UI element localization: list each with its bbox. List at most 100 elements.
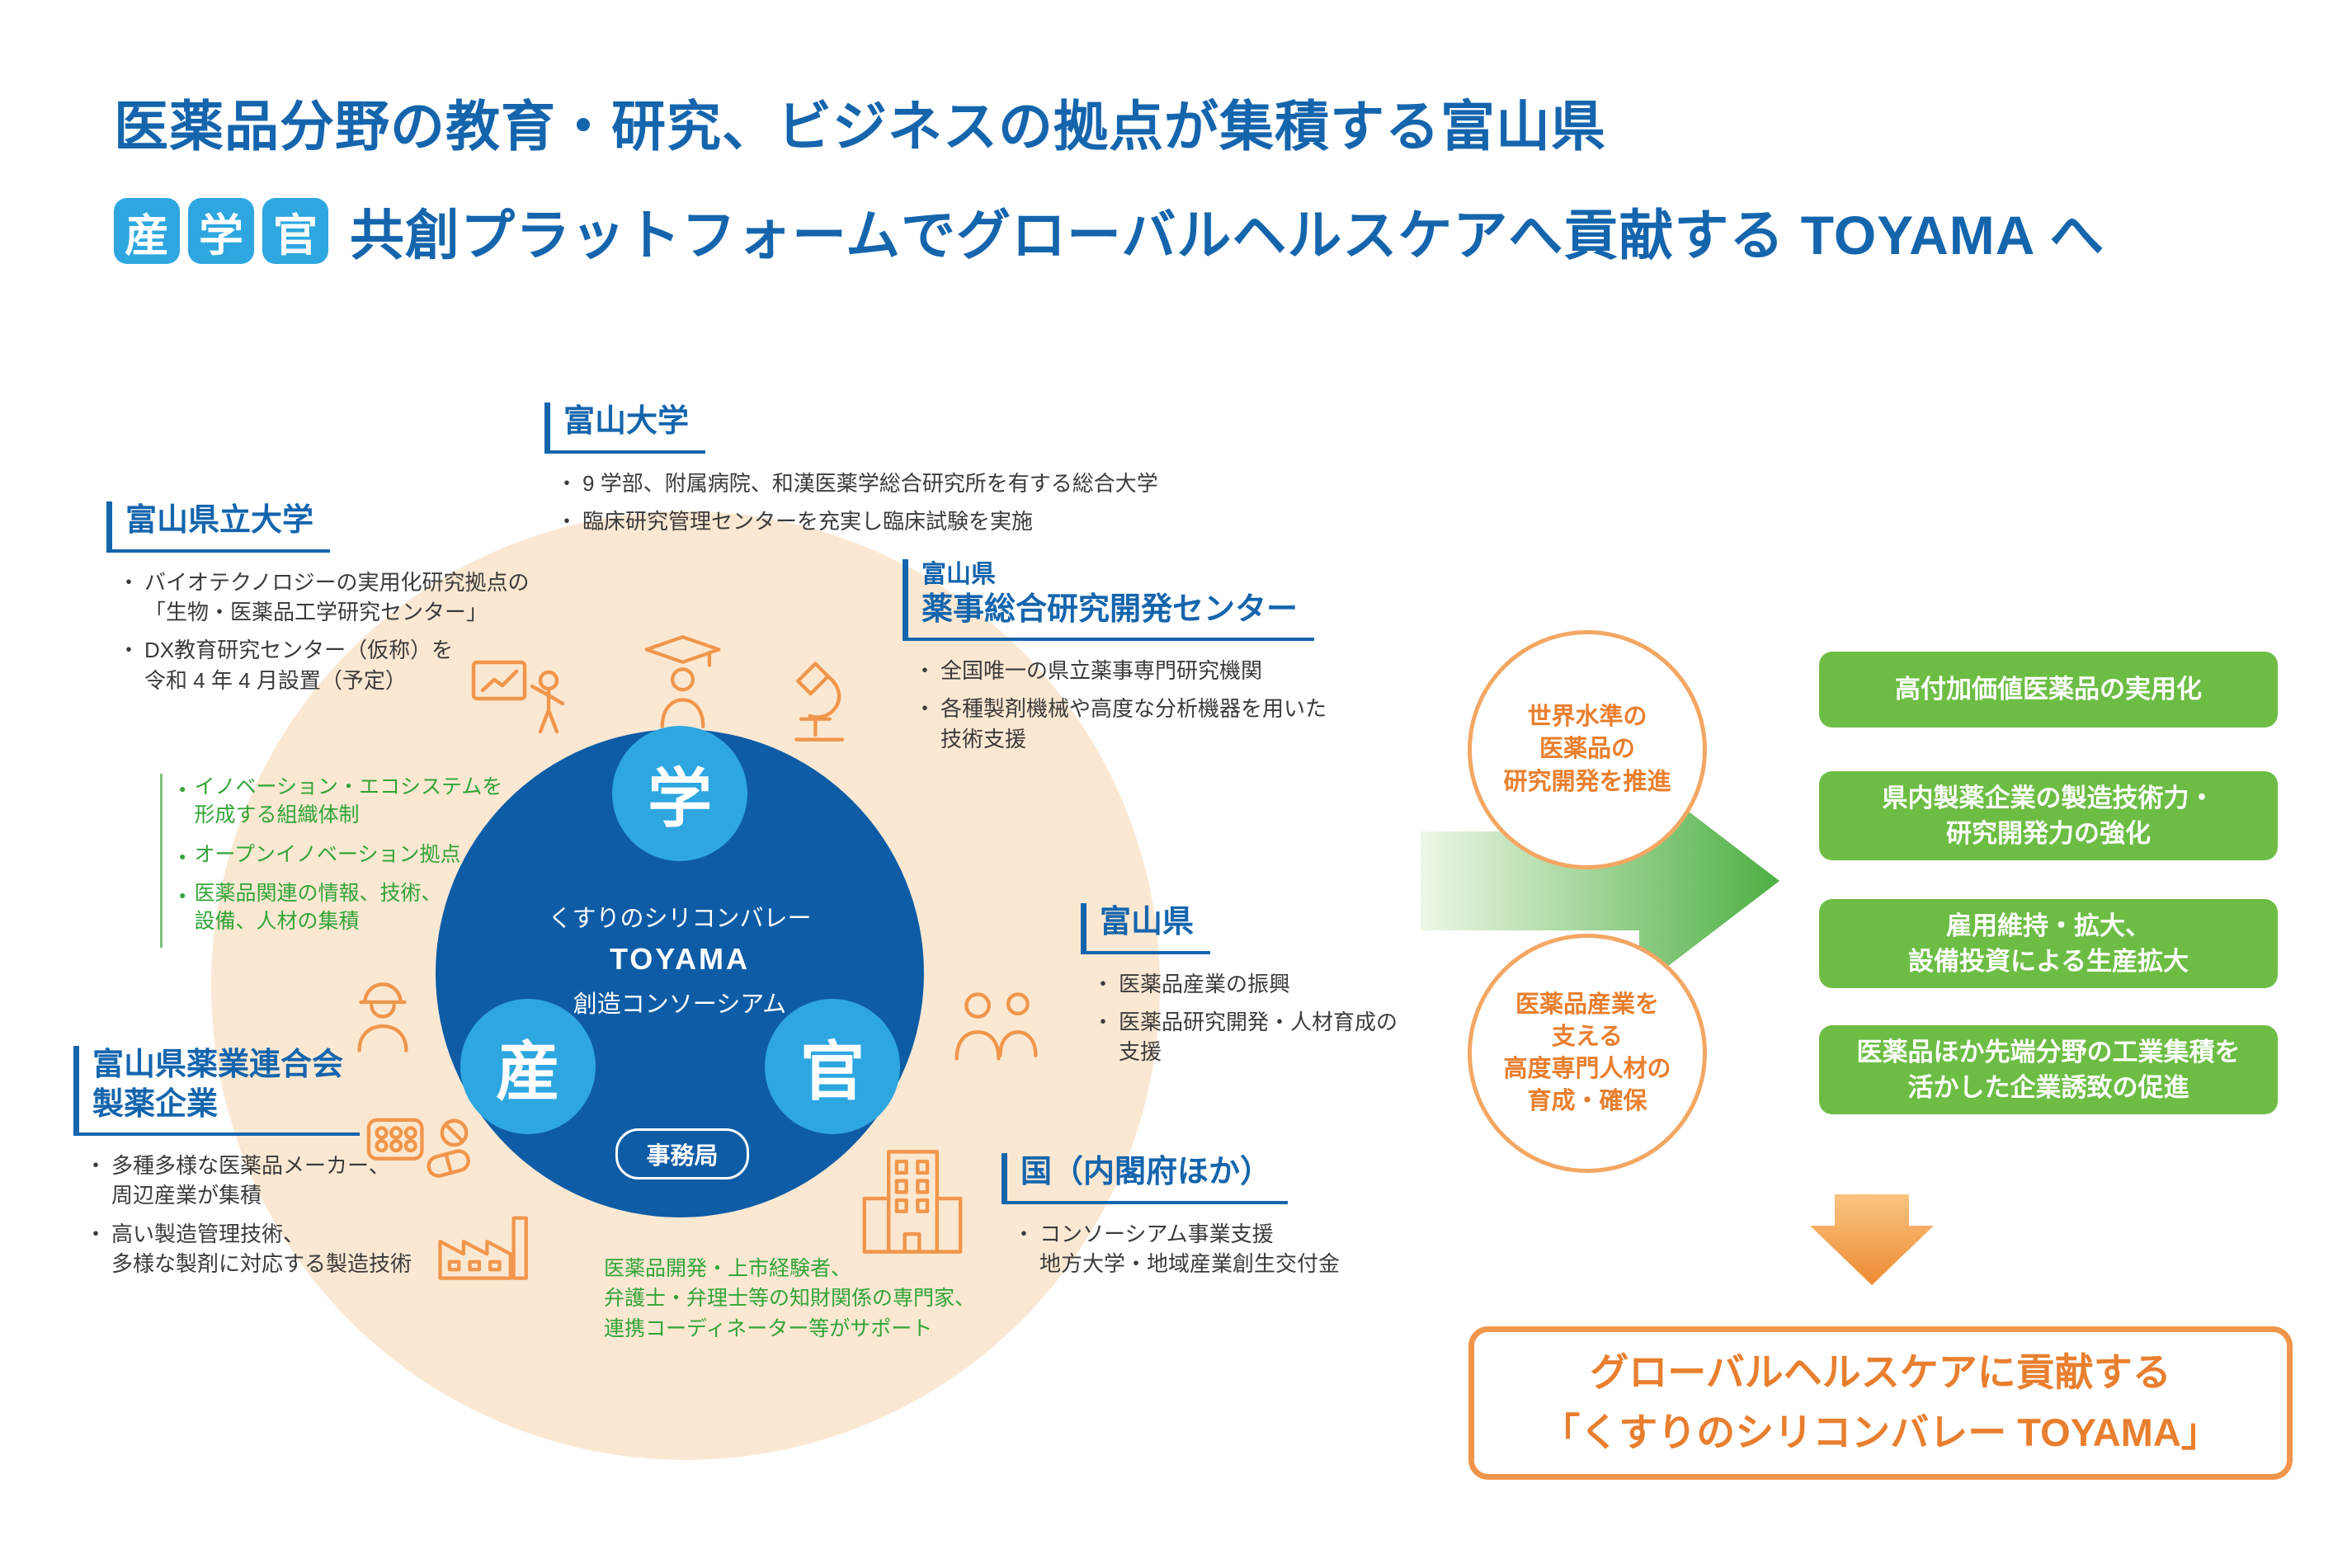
bullet-marker: ・: [914, 658, 936, 683]
consortium-name-line2: TOYAMA: [609, 942, 751, 976]
driver-circle-research: 世界水準の 医薬品の 研究開発を推進: [1468, 630, 1707, 869]
section-national-government: 国（内閣府ほか） ・ コンソーシアム事業支援 地方大学・地域産業創生交付金: [1002, 1153, 1340, 1287]
section-prefectural-university: 富山県立大学 ・ バイオテクノロジーの実用化研究拠点の 「生物・医薬品工学研究セ…: [106, 501, 529, 704]
bullet-text: 高い製造管理技術、 多様な製剤に対応する製造技術: [111, 1221, 412, 1277]
bullet-item: ・ 全国唯一の県立薬事専門研究機関: [914, 656, 1327, 685]
bullet-text: 臨床研究管理センターを充実し臨床試験を実施: [582, 508, 1034, 534]
goal-box: グローバルヘルスケアに貢献する 「くすりのシリコンバレー TOYAMA」: [1468, 1326, 2293, 1480]
bullet-marker: ・: [85, 1153, 107, 1178]
bullet-text: 医薬品産業の振興: [1119, 971, 1291, 996]
section-title: 富山大学: [544, 403, 706, 454]
bullet-text: 各種製剤機械や高度な分析機器を用いた 技術支援: [940, 696, 1327, 751]
section-title-main: 薬事総合研究開発センター: [921, 591, 1299, 627]
page-title: 医薬品分野の教育・研究、ビジネスの拠点が集積する富山県 産 学 官 共創プラット…: [114, 82, 2105, 271]
section-bullets: ・ コンソーシアム事業支援 地方大学・地域産業創生交付金: [1013, 1219, 1340, 1279]
badge-government: 官: [262, 198, 328, 264]
section-prefecture: 富山県 ・ 医薬品産業の振興 ・ 医薬品研究開発・人材育成の 支援: [1081, 903, 1398, 1076]
section-title: 富山県立大学: [106, 501, 331, 553]
section-yakuji-center: 富山県 薬事総合研究開発センター ・ 全国唯一の県立薬事専門研究機関 ・ 各種製…: [903, 559, 1327, 762]
outcome-box-2: 県内製薬企業の製造技術力・ 研究開発力の強化: [1819, 771, 2278, 860]
outcome-box-4: 医薬品ほか先端分野の工業集積を 活かした企業誘致の促進: [1819, 1025, 2278, 1114]
bullet-text: 9 学部、附属病院、和漢医薬学総合研究所を有する総合大学: [582, 470, 1158, 496]
bullet-item: ・ 高い製造管理技術、 多様な製剤に対応する製造技術: [85, 1219, 412, 1279]
section-title: 富山県 薬事総合研究開発センター: [903, 559, 1315, 641]
section-title: 富山県: [1081, 903, 1211, 954]
title-line-1: 医薬品分野の教育・研究、ビジネスの拠点が集積する富山県: [114, 96, 1606, 157]
government-circle: 官: [765, 999, 900, 1134]
bullet-text: 全国唯一の県立薬事専門研究機関: [940, 658, 1263, 683]
goal-line-2: 「くすりのシリコンバレー TOYAMA」: [1541, 1410, 2220, 1454]
right-arrow: [1421, 765, 1779, 1001]
bullet-marker: ・: [1092, 971, 1115, 996]
driver-circle-talent: 医薬品産業を 支える 高度専門人材の 育成・確保: [1468, 934, 1707, 1173]
eco-item: ● オープンイノベーション拠点: [179, 841, 502, 869]
section-bullets: ・ 多種多様な医薬品メーカー、 周辺産業が集積 ・ 高い製造管理技術、 多様な製…: [85, 1151, 412, 1279]
microscope-icon: [784, 658, 863, 751]
eco-text: イノベーション・エコシステムを 形成する組織体制: [194, 775, 503, 826]
bullet-marker: ・: [118, 638, 140, 663]
section-bullets: ・ 医薬品産業の振興 ・ 医薬品研究開発・人材育成の 支援: [1092, 969, 1398, 1067]
bullet-marker: ・: [1092, 1009, 1115, 1034]
section-bullets: ・ 全国唯一の県立薬事専門研究機関 ・ 各種製剤機械や高度な分析機器を用いた 技…: [914, 656, 1327, 754]
consortium-name-line1: くすりのシリコンバレー: [548, 906, 812, 932]
section-title-small: 富山県: [921, 561, 996, 588]
office-building-icon: [858, 1145, 967, 1259]
section-pharma-association: 富山県薬業連合会 製薬企業 ・ 多種多様な医薬品メーカー、 周辺産業が集積 ・ …: [73, 1046, 412, 1288]
bullet-text: 多種多様な医薬品メーカー、 周辺産業が集積: [111, 1153, 390, 1208]
bullet-item: ・ 多種多様な医薬品メーカー、 周辺産業が集積: [85, 1151, 412, 1211]
outcome-box-3: 雇用維持・拡大、 設備投資による生産拡大: [1819, 899, 2278, 988]
bullet-text: バイオテクノロジーの実用化研究拠点の 「生物・医薬品工学研究センター」: [144, 569, 530, 624]
academia-circle: 学: [612, 726, 747, 861]
title-line-2: 共創プラットフォームでグローバルヘルスケアへ貢献する TOYAMA へ: [350, 205, 2105, 266]
ecosystem-list: ● イノベーション・エコシステムを 形成する組織体制 ● オープンイノベーション…: [160, 774, 502, 948]
eco-item: ● イノベーション・エコシステムを 形成する組織体制: [179, 774, 502, 830]
bullet-text: 医薬品研究開発・人材育成の 支援: [1119, 1009, 1398, 1065]
title-line-2-row: 産 学 官 共創プラットフォームでグローバルヘルスケアへ貢献する TOYAMA …: [114, 191, 2105, 271]
eco-item: ● 医薬品関連の情報、技術、 設備、人材の集積: [179, 880, 502, 936]
dot-marker: ●: [179, 782, 186, 795]
industry-circle: 産: [460, 999, 596, 1134]
bullet-marker: ・: [556, 508, 578, 534]
business-people-icon: [947, 986, 1048, 1063]
worker-icon: [346, 977, 419, 1055]
secretariat-pill: 事務局: [615, 1128, 749, 1180]
badge-academia: 学: [188, 198, 254, 264]
bullet-marker: ・: [556, 470, 578, 496]
bullet-marker: ・: [85, 1221, 107, 1246]
goal-line-1: グローバルヘルスケアに貢献する: [1590, 1350, 2171, 1395]
consortium-name: くすりのシリコンバレー TOYAMA 創造コンソーシアム: [515, 899, 845, 1019]
section-title-line2: 製薬企業: [92, 1086, 219, 1122]
section-bullets: ・ バイオテクノロジーの実用化研究拠点の 「生物・医薬品工学研究センター」 ・ …: [118, 567, 529, 696]
bullet-item: ・ バイオテクノロジーの実用化研究拠点の 「生物・医薬品工学研究センター」: [118, 567, 529, 628]
bullet-marker: ・: [118, 569, 140, 595]
bullet-item: ・ 医薬品研究開発・人材育成の 支援: [1092, 1007, 1398, 1067]
dot-marker: ●: [179, 888, 186, 902]
bullet-item: ・ 各種製剤機械や高度な分析機器を用いた 技術支援: [914, 694, 1327, 754]
dot-marker: ●: [179, 849, 186, 863]
outcome-box-1: 高付加価値医薬品の実用化: [1819, 652, 2278, 727]
bullet-item: ・ 医薬品産業の振興: [1092, 969, 1398, 999]
badge-industry: 産: [114, 198, 180, 264]
graduate-icon: [642, 633, 724, 732]
section-title: 富山県薬業連合会 製薬企業: [73, 1046, 361, 1136]
secretariat-support-note: 医薬品開発・上市経験者、 弁護士・弁理士等の知財関係の専門家、 連携コーディネー…: [604, 1257, 976, 1340]
bullet-marker: ・: [914, 696, 936, 722]
section-title-line1: 富山県薬業連合会: [92, 1048, 344, 1082]
down-arrow: [1810, 1194, 1934, 1289]
section-bullets: ・ 9 学部、附属病院、和漢医薬学総合研究所を有する総合大学 ・ 臨床研究管理セ…: [556, 469, 1158, 537]
presenter-icon: [470, 656, 569, 738]
bullet-item: ・ DX教育研究センター（仮称）を 令和 4 年 4 月設置（予定）: [118, 635, 529, 695]
consortium-name-line3: 創造コンソーシアム: [573, 991, 787, 1018]
bullet-item: ・ 9 学部、附属病院、和漢医薬学総合研究所を有する総合大学: [556, 469, 1158, 498]
bullet-item: ・ コンソーシアム事業支援 地方大学・地域産業創生交付金: [1013, 1219, 1340, 1279]
pills-icon: [365, 1112, 474, 1184]
bullet-item: ・ 臨床研究管理センターを充実し臨床試験を実施: [556, 506, 1158, 536]
section-toyama-university: 富山大学 ・ 9 学部、附属病院、和漢医薬学総合研究所を有する総合大学 ・ 臨床…: [544, 403, 1158, 544]
eco-text: オープンイノベーション拠点: [194, 842, 461, 866]
bullet-marker: ・: [1013, 1221, 1035, 1246]
bullet-text: DX教育研究センター（仮称）を 令和 4 年 4 月設置（予定）: [144, 638, 454, 693]
bullet-text: コンソーシアム事業支援 地方大学・地域産業創生交付金: [1039, 1221, 1341, 1276]
factory-icon: [432, 1203, 538, 1283]
section-title: 国（内閣府ほか）: [1002, 1153, 1289, 1204]
